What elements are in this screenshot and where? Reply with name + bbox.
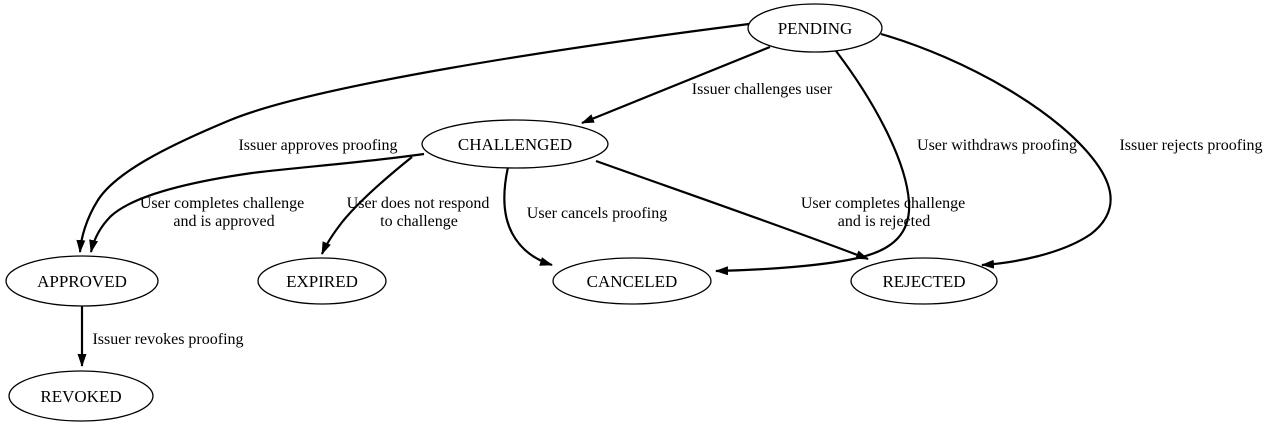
edge-challenged-canceled (503, 166, 553, 267)
edge-challenged-expired (320, 156, 413, 255)
node-expired: EXPIRED (257, 257, 387, 305)
edge-label-does-not-respond: User does not respond to challenge (347, 195, 494, 230)
node-canceled: CANCELED (552, 257, 712, 305)
node-revoked-shape (8, 370, 154, 422)
edge-pending-rejected (880, 32, 1112, 269)
node-expired-shape (257, 257, 387, 305)
node-expired-label: EXPIRED (286, 272, 358, 291)
node-revoked: REVOKED (8, 370, 154, 422)
node-approved: APPROVED (5, 255, 159, 307)
node-pending-label: PENDING (778, 19, 853, 38)
node-challenged: CHALLENGED (421, 119, 609, 169)
edge-label-user-withdraws-proofing: User withdraws proofing (917, 137, 1077, 154)
node-challenged-label: CHALLENGED (458, 135, 572, 154)
edge-label-issuer-revokes-proofing: Issuer revokes proofing (92, 331, 243, 348)
edge-label-completes-challenge-rejected: User completes challenge and is rejected (801, 195, 969, 230)
edge-label-completes-challenge-approved: User completes challenge and is approved (140, 195, 308, 230)
node-canceled-label: CANCELED (587, 272, 678, 291)
edge-pending-canceled (715, 50, 911, 276)
node-challenged-shape (421, 119, 609, 169)
node-revoked-label: REVOKED (40, 387, 121, 406)
edge-pending-challenged (581, 45, 771, 125)
edge-label-issuer-challenges-user: Issuer challenges user (692, 81, 833, 98)
node-rejected-label: REJECTED (882, 272, 965, 291)
node-pending-shape (747, 3, 883, 53)
node-pending: PENDING (747, 3, 883, 53)
edge-label-issuer-rejects-proofing: Issuer rejects proofing (1119, 137, 1262, 154)
node-rejected: REJECTED (850, 257, 998, 305)
edge-pending-approved (76, 22, 750, 253)
edge-challenged-rejected (595, 159, 869, 261)
node-approved-label: APPROVED (37, 272, 127, 291)
node-approved-shape (5, 255, 159, 307)
edge-challenged-approved (89, 152, 425, 253)
node-canceled-shape (552, 257, 712, 305)
edge-label-user-cancels-proofing: User cancels proofing (527, 205, 667, 222)
edge-label-issuer-approves-proofing: Issuer approves proofing (238, 137, 397, 154)
node-rejected-shape (850, 257, 998, 305)
